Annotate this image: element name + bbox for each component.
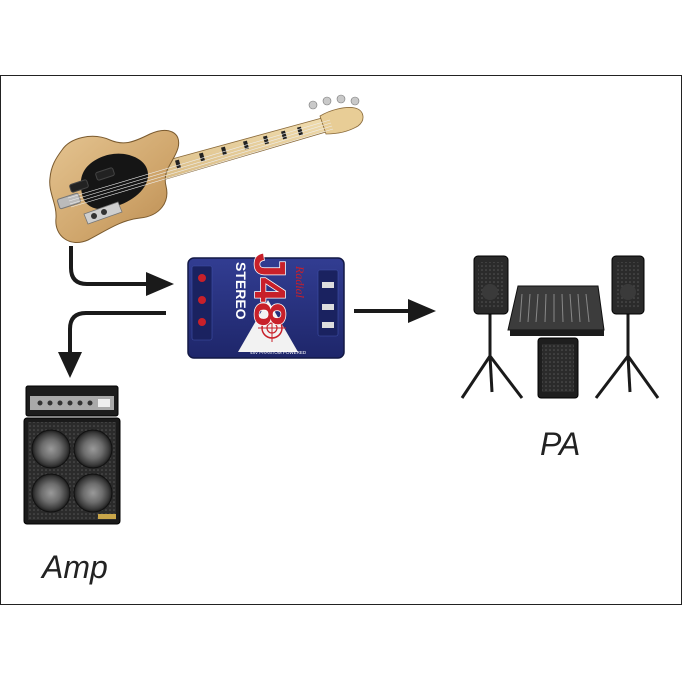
arrow-guitar-to-di [69, 246, 150, 286]
arrowhead-to-pa [408, 299, 436, 323]
di-caption-text: 48V PHANTOM POWERED [250, 350, 307, 355]
di-subtitle-text: STEREO [233, 262, 249, 320]
arrow-heads [58, 272, 436, 378]
arrow-di-to-amp [68, 311, 166, 356]
di-brand-text: Radial [293, 265, 307, 299]
bass-guitar-icon [49, 94, 364, 243]
arrowhead-to-di [146, 272, 174, 296]
signal-arrows [68, 246, 412, 356]
amp-label: Amp [40, 549, 108, 585]
di-box: J48 STEREO Radial 48V PHANTOM POWERED [187, 252, 345, 359]
bass-amp-icon [23, 385, 121, 525]
pa-system-icon [460, 255, 660, 399]
arrowhead-to-amp [58, 352, 82, 378]
pa-label: PA [540, 426, 580, 462]
di-model-text: J48 [245, 253, 294, 326]
